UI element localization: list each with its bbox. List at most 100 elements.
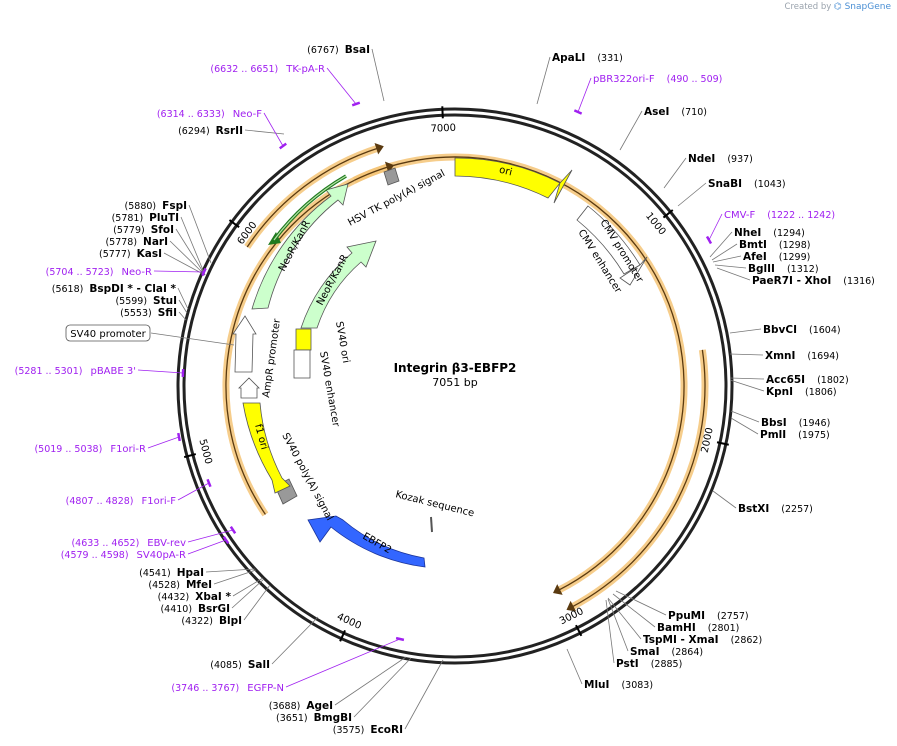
primer-site[interactable]: SV40pA-R(4579 .. 4598) xyxy=(61,535,230,561)
snapgene-credit: Created by ⌬ SnapGene xyxy=(785,2,891,12)
primer-site[interactable]: Neo-F(6314 .. 6333) xyxy=(157,109,287,150)
primer-name: EGFP-N xyxy=(247,683,284,694)
enzyme-name: PmlI xyxy=(760,429,786,441)
feature-kozak[interactable]: Kozak sequence xyxy=(394,489,475,533)
enzyme-site[interactable]: AseI(710) xyxy=(619,106,707,151)
enzyme-site[interactable]: PluTI(5781) xyxy=(112,212,206,276)
tick-label: 5000 xyxy=(196,438,213,465)
enzyme-site[interactable]: SnaBI(1043) xyxy=(677,178,786,207)
enzyme-site[interactable]: BspDI * - ClaI *(5618) xyxy=(52,283,189,310)
enzyme-site[interactable]: SmaI(2864) xyxy=(607,598,704,658)
primer-range: (5704 .. 5723) xyxy=(46,267,114,278)
enzyme-site[interactable]: SfiI(5553) xyxy=(120,307,187,321)
enzyme-site[interactable]: SfoI(5779) xyxy=(113,224,206,276)
enzyme-site[interactable]: ApaLI(331) xyxy=(536,52,623,105)
feature-sv40-promoter[interactable]: SV40 promoter xyxy=(65,315,257,373)
enzyme-site[interactable]: BglII(1312) xyxy=(714,263,819,275)
primer-name: F1ori-R xyxy=(110,444,146,455)
primer-site[interactable]: Neo-R(5704 .. 5723) xyxy=(46,267,207,278)
enzyme-site[interactable]: MluI(3083) xyxy=(566,648,653,691)
enzyme-name: BmgBI xyxy=(314,712,352,724)
enzyme-site[interactable]: BmtI(1298) xyxy=(711,239,810,261)
enzyme-site[interactable]: MfeI(4528) xyxy=(148,569,257,591)
enzyme-position: (4541) xyxy=(139,568,171,579)
tick-mark xyxy=(228,219,240,228)
enzyme-name: BsrGI xyxy=(198,603,230,615)
enzyme-name: StuI xyxy=(153,295,177,307)
feature-ebfp2[interactable]: EBFP2 xyxy=(307,515,426,568)
feature-neor-kanr-inner[interactable]: NeoR/KanR xyxy=(300,240,377,329)
enzyme-site[interactable]: BlpI(4322) xyxy=(181,584,271,627)
primer-site[interactable]: F1ori-R(5019 .. 5038) xyxy=(34,432,181,455)
primer-site[interactable]: CMV-F(1222 .. 1242) xyxy=(705,210,835,245)
enzyme-name: AfeI xyxy=(743,251,767,263)
enzyme-position: (2864) xyxy=(672,647,704,658)
primer-site[interactable]: F1ori-F(4807 .. 4828) xyxy=(66,478,212,507)
enzyme-site[interactable]: SalI(4085) xyxy=(210,616,319,671)
enzyme-site[interactable]: KasI (5777) xyxy=(99,248,206,276)
enzyme-position: (4410) xyxy=(160,604,192,615)
primer-name: EBV-rev xyxy=(147,538,186,549)
feature-label-ampr-promoter: AmpR promoter xyxy=(261,317,283,398)
enzyme-site[interactable]: TspMI - XmaI(2862) xyxy=(607,597,762,646)
tick-mark xyxy=(339,629,346,642)
enzyme-name: KasI xyxy=(137,248,162,260)
feature-ori[interactable]: ori xyxy=(454,157,573,204)
enzyme-position: (3651) xyxy=(276,713,308,724)
enzyme-site[interactable]: PstI(2885) xyxy=(605,599,682,670)
enzyme-position: (5777) xyxy=(99,249,131,260)
primer-site[interactable]: pBABE 3'(5281 .. 5301) xyxy=(15,366,185,378)
feature-label-sv40-ori: SV40 ori xyxy=(333,321,351,364)
enzyme-site[interactable]: KpnI(1806) xyxy=(729,379,837,398)
enzyme-name: TspMI - XmaI xyxy=(643,634,719,646)
enzyme-site[interactable]: BsaI(6767) xyxy=(307,44,385,102)
enzyme-site[interactable]: NheI(1294) xyxy=(709,227,805,258)
enzyme-site[interactable]: BstXI(2257) xyxy=(712,490,813,515)
enzyme-name: NdeI xyxy=(688,153,715,165)
enzyme-name: BglII xyxy=(748,263,775,275)
primer-site[interactable]: pBR322ori-F(490 .. 509) xyxy=(573,74,723,115)
tick-label: 2000 xyxy=(700,427,716,454)
feature-sv40-polya[interactable]: SV40 poly(A) signal xyxy=(274,431,335,523)
enzyme-site[interactable]: Acc65I(1802) xyxy=(729,374,849,386)
enzyme-site[interactable]: RsrII(6294) xyxy=(178,125,285,137)
primer-range: (5281 .. 5301) xyxy=(15,366,83,377)
enzyme-site[interactable]: PpuMI(2757) xyxy=(615,590,749,622)
enzyme-site[interactable]: BmgBI (3651) xyxy=(276,657,412,724)
primer-range: (1222 .. 1242) xyxy=(767,210,835,221)
enzyme-site[interactable]: XbaI *(4432) xyxy=(158,577,264,603)
primer-site[interactable]: TK-pA-R(6632 .. 6651) xyxy=(210,64,361,107)
feature-f1-ori[interactable]: f1 ori xyxy=(242,402,291,494)
enzyme-site[interactable]: AgeI(3688) xyxy=(269,656,407,712)
enzyme-site[interactable]: NdeI(937) xyxy=(663,153,753,189)
enzyme-site[interactable]: PmlI(1975) xyxy=(730,417,830,441)
enzyme-site[interactable]: AfeI(1299) xyxy=(712,251,810,263)
enzyme-site[interactable]: HpaI (4541) xyxy=(139,567,256,579)
enzyme-site[interactable]: BbvCI(1604) xyxy=(729,324,841,336)
primer-site[interactable]: EBV-rev(4633 .. 4652) xyxy=(71,525,237,549)
enzyme-position: (5599) xyxy=(115,296,147,307)
enzyme-site[interactable]: BsrGI (4410) xyxy=(160,578,265,615)
plasmid-size: 7051 bp xyxy=(432,376,477,389)
enzyme-site[interactable]: FspI(5880) xyxy=(125,200,212,264)
primer-range: (490 .. 509) xyxy=(667,74,723,85)
enzyme-position: (1802) xyxy=(817,375,849,386)
enzyme-site[interactable]: EcoRI(3575) xyxy=(333,659,444,736)
enzyme-site[interactable]: StuI (5599) xyxy=(115,295,188,314)
enzyme-site[interactable]: BbsI(1946) xyxy=(730,410,830,429)
enzyme-name: ApaLI xyxy=(552,52,585,64)
feature-sv40-enhancer[interactable]: SV40 enhancer xyxy=(293,349,341,428)
highlight-arc-left xyxy=(244,142,384,249)
enzyme-site[interactable]: NarI(5778) xyxy=(105,236,206,276)
enzyme-site[interactable]: BamHI(2801) xyxy=(612,593,739,634)
enzyme-position: (3575) xyxy=(333,725,365,736)
feature-label-ori: ori xyxy=(498,165,513,179)
tick-mark xyxy=(183,453,197,459)
enzyme-name: HpaI xyxy=(177,567,204,579)
enzyme-name: PstI xyxy=(616,658,639,670)
enzyme-position: (6294) xyxy=(178,126,210,137)
enzyme-site[interactable]: XmnI(1694) xyxy=(729,350,839,362)
enzyme-name: BsaI xyxy=(345,44,370,56)
primer-site[interactable]: EGFP-N(3746 .. 3767) xyxy=(171,636,405,694)
enzyme-site[interactable]: PaeR7I - XhoI(1316) xyxy=(716,267,875,287)
